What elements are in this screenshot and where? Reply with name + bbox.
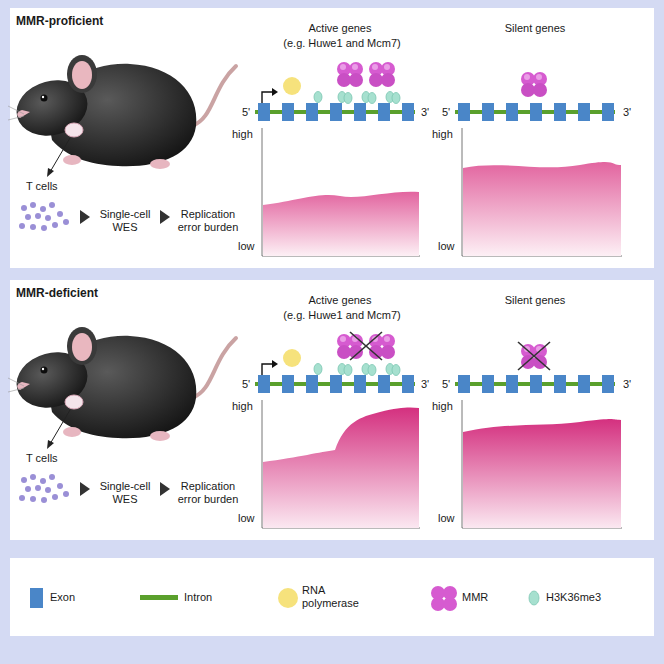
gene-group-label: Active genes bbox=[275, 294, 405, 307]
gene-group-label: Silent genes bbox=[470, 294, 600, 307]
cell-label: T cells bbox=[26, 452, 58, 465]
strand-end: 5' bbox=[242, 106, 250, 119]
axis-label: low bbox=[438, 240, 455, 253]
legend-text: MMR bbox=[462, 591, 488, 604]
axis-label: high bbox=[232, 400, 253, 413]
legend-swatch bbox=[30, 588, 43, 608]
axis-label: low bbox=[238, 512, 255, 525]
strand-end: 3' bbox=[421, 106, 429, 119]
strand-end: 5' bbox=[242, 378, 250, 391]
legend-swatch bbox=[140, 595, 178, 600]
strand-end: 5' bbox=[442, 106, 450, 119]
cell-label: T cells bbox=[26, 180, 58, 193]
step-label: Single-cell WES bbox=[93, 480, 157, 506]
panel-heading: MMR-deficient bbox=[16, 286, 98, 300]
legend-text: Intron bbox=[184, 591, 212, 604]
strand-end: 3' bbox=[623, 106, 631, 119]
panel-heading: MMR-proficient bbox=[16, 14, 103, 28]
legend-swatch bbox=[278, 588, 298, 608]
axis-label: high bbox=[232, 128, 253, 141]
legend-text: H3K36me3 bbox=[546, 591, 601, 604]
gene-example-label: (e.g. Huwe1 and Mcm7) bbox=[262, 309, 422, 322]
gene-group-label: Active genes bbox=[275, 22, 405, 35]
legend-text: RNA polymerase bbox=[302, 584, 360, 610]
step-label: Single-cell WES bbox=[93, 208, 157, 234]
strand-end: 3' bbox=[623, 378, 631, 391]
legend-text: Exon bbox=[50, 591, 75, 604]
legend-swatch bbox=[431, 586, 457, 611]
axis-label: high bbox=[432, 128, 453, 141]
step-label: Replication error burden bbox=[172, 208, 244, 234]
gene-group-label: Silent genes bbox=[470, 22, 600, 35]
gene-example-label: (e.g. Huwe1 and Mcm7) bbox=[262, 37, 422, 50]
legend-swatch bbox=[529, 591, 539, 605]
axis-label: low bbox=[438, 512, 455, 525]
step-label: Replication error burden bbox=[172, 480, 244, 506]
axis-label: low bbox=[238, 240, 255, 253]
strand-end: 5' bbox=[442, 378, 450, 391]
strand-end: 3' bbox=[421, 378, 429, 391]
axis-label: high bbox=[432, 400, 453, 413]
